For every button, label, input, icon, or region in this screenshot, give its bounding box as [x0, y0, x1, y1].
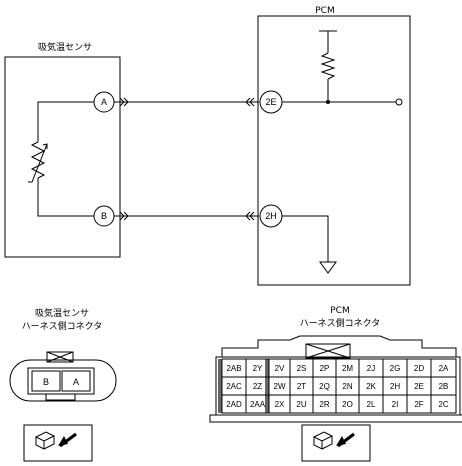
pcm-connector-title-2: ハーネス側コネクタ [300, 317, 381, 329]
pcm-connector-cell-2v: 2V [275, 364, 285, 373]
sensor-connector-title-2: ハーネス側コネクタ [22, 320, 103, 332]
wire-b-2h [114, 211, 259, 221]
pcm-connector-cell-2m: 2M [342, 364, 353, 373]
sensor-box [4, 56, 121, 258]
pcm-connector-cell-2i: 2I [392, 400, 399, 409]
pcm-connector-cell-2d: 2D [414, 364, 424, 373]
sensor-connector-face: B A [9, 351, 117, 402]
pcm-connector-cell-2x: 2X [275, 400, 285, 409]
pcm-connector-title-1: PCM [330, 306, 349, 316]
pcm-connector-cell-2w: 2W [274, 382, 286, 391]
pull-up-resistor [319, 30, 337, 102]
thermistor-symbol [28, 101, 100, 217]
pcm-connector-cell-2e: 2E [414, 382, 424, 391]
pcm-connector-cell-2q: 2Q [319, 382, 330, 391]
pcm-connector-face [209, 335, 462, 423]
pcm-connector-grid: 2AB 2Y 2V 2S 2P 2M 2J 2G 2D 2A 2AC 2Z 2W 2T 2Q 2N 2K 2H 2E… [221, 358, 457, 414]
pcm-connector-cell-2s: 2S [297, 364, 307, 373]
pcm-connector-cell-2y: 2Y [253, 364, 263, 373]
pcm-connector-cell-2p: 2P [320, 364, 330, 373]
pcm-connector-cell-2aa: 2AA [250, 400, 266, 409]
ground-symbol [282, 215, 337, 274]
pcm-pin-2h: 2H [259, 204, 283, 228]
svg-text:2H: 2H [265, 211, 277, 221]
pcm-connector-cell-2z: 2Z [253, 382, 262, 391]
svg-text:2E: 2E [265, 97, 276, 107]
pcm-connector-cell-2u: 2U [296, 400, 306, 409]
wire-a-2e [114, 97, 259, 107]
pcm-connector-cell-2n: 2N [342, 382, 352, 391]
pcm-connector-cell-2h: 2H [390, 382, 400, 391]
pcm-pin-2e: 2E [259, 90, 283, 114]
pcm-connector-cell-frame [430, 394, 457, 414]
pcm-connector-cell-2j: 2J [367, 364, 375, 373]
pcm-connector-cell-2k: 2K [366, 382, 376, 391]
sensor-pin-b: B [93, 205, 115, 227]
sensor-title: 吸気温センサ [38, 41, 92, 53]
sensor-connector-title-1: 吸気温センサ [35, 307, 89, 319]
sensor-connector-cell-a: A [73, 377, 79, 387]
pcm-connector-cell-2g: 2G [390, 364, 401, 373]
pcm-connector-cell-2ab: 2AB [226, 364, 241, 373]
pcm-connector-cell-2r: 2R [319, 400, 329, 409]
pcm-connector-cell-2c: 2C [438, 400, 448, 409]
signal-line [282, 98, 403, 106]
pcm-connector-cell-2o: 2O [342, 400, 353, 409]
pcm-connector-cell-2ad: 2AD [226, 400, 242, 409]
pcm-connector-cell-2ac: 2AC [226, 382, 242, 391]
connector-view-icon-right [301, 424, 371, 462]
pcm-connector-cell-2b: 2B [439, 382, 449, 391]
output-terminal [395, 98, 403, 106]
svg-text:A: A [101, 97, 107, 107]
svg-text:B: B [101, 211, 107, 221]
pcm-connector-cell-2l: 2L [367, 400, 376, 409]
pcm-connector-cell-2f: 2F [414, 400, 423, 409]
pcm-connector-cell-2t: 2T [297, 382, 306, 391]
sensor-connector-cell-b: B [43, 377, 49, 387]
sensor-pin-a: A [93, 91, 115, 113]
pcm-connector-cell-2a: 2A [439, 364, 449, 373]
pcm-title: PCM [315, 6, 334, 16]
connector-view-icon-left [23, 424, 93, 462]
junction-dot [326, 100, 330, 104]
pcm-box [257, 15, 411, 286]
